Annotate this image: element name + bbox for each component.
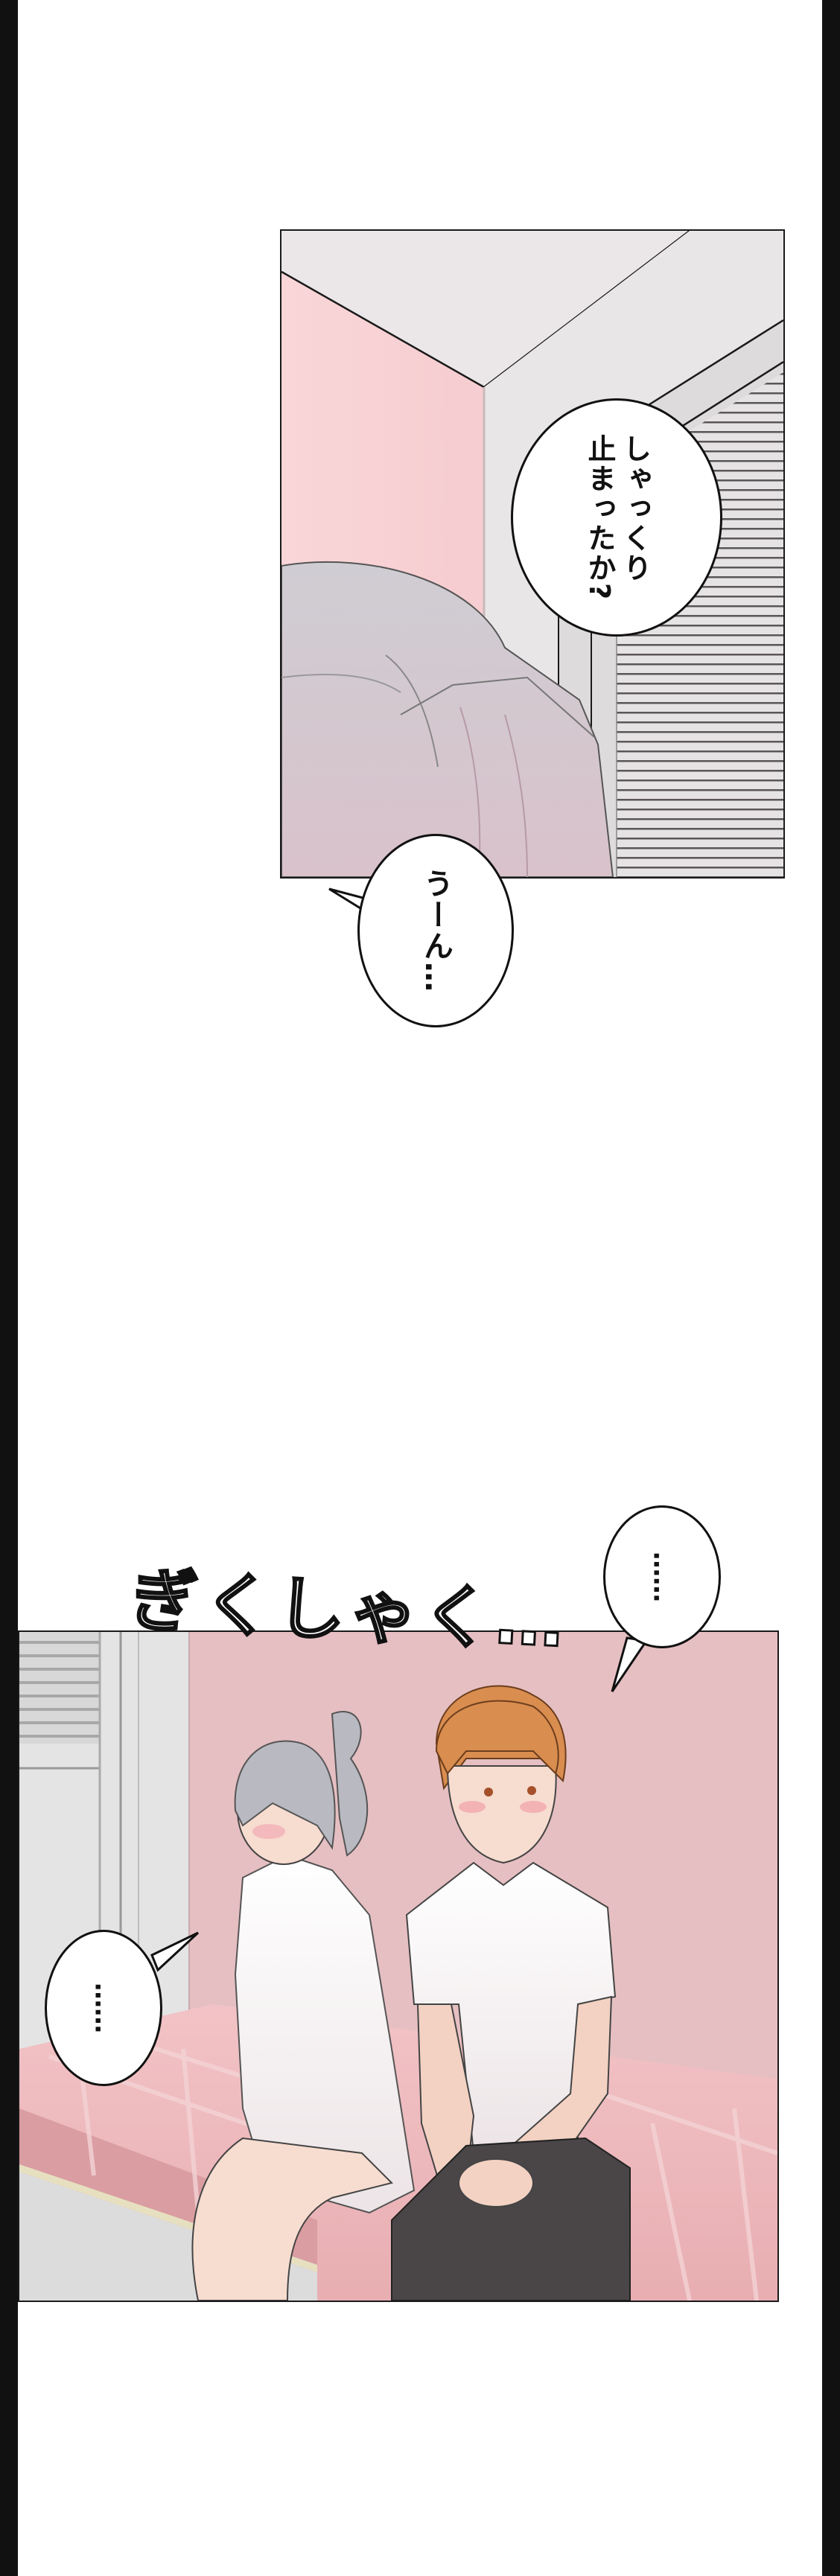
bed-scene-illustration — [19, 1632, 777, 2301]
speech-tail-girl — [150, 1931, 200, 1972]
speech-text-hmm: うーん… — [419, 868, 453, 993]
speech-line-2: 止まったか? — [583, 433, 616, 602]
comic-page: しゃっくり 止まったか? うーん… — [18, 0, 822, 2576]
speech-bubble-hmm: うーん… — [357, 834, 514, 1027]
speech-text-girl: …… — [89, 1983, 119, 2033]
speech-bubble-boy-silence: …… — [603, 1505, 721, 1648]
panel-bed-scene — [18, 1630, 779, 2302]
speech-bubble-girl-silence: …… — [45, 1930, 162, 2086]
speech-text-hiccups: しゃっくり 止まったか? — [582, 434, 652, 601]
speech-line-1: しゃっくり — [618, 433, 652, 583]
speech-text-boy: …… — [647, 1552, 678, 1602]
speech-bubble-hiccups: しゃっくり 止まったか? — [511, 398, 722, 637]
